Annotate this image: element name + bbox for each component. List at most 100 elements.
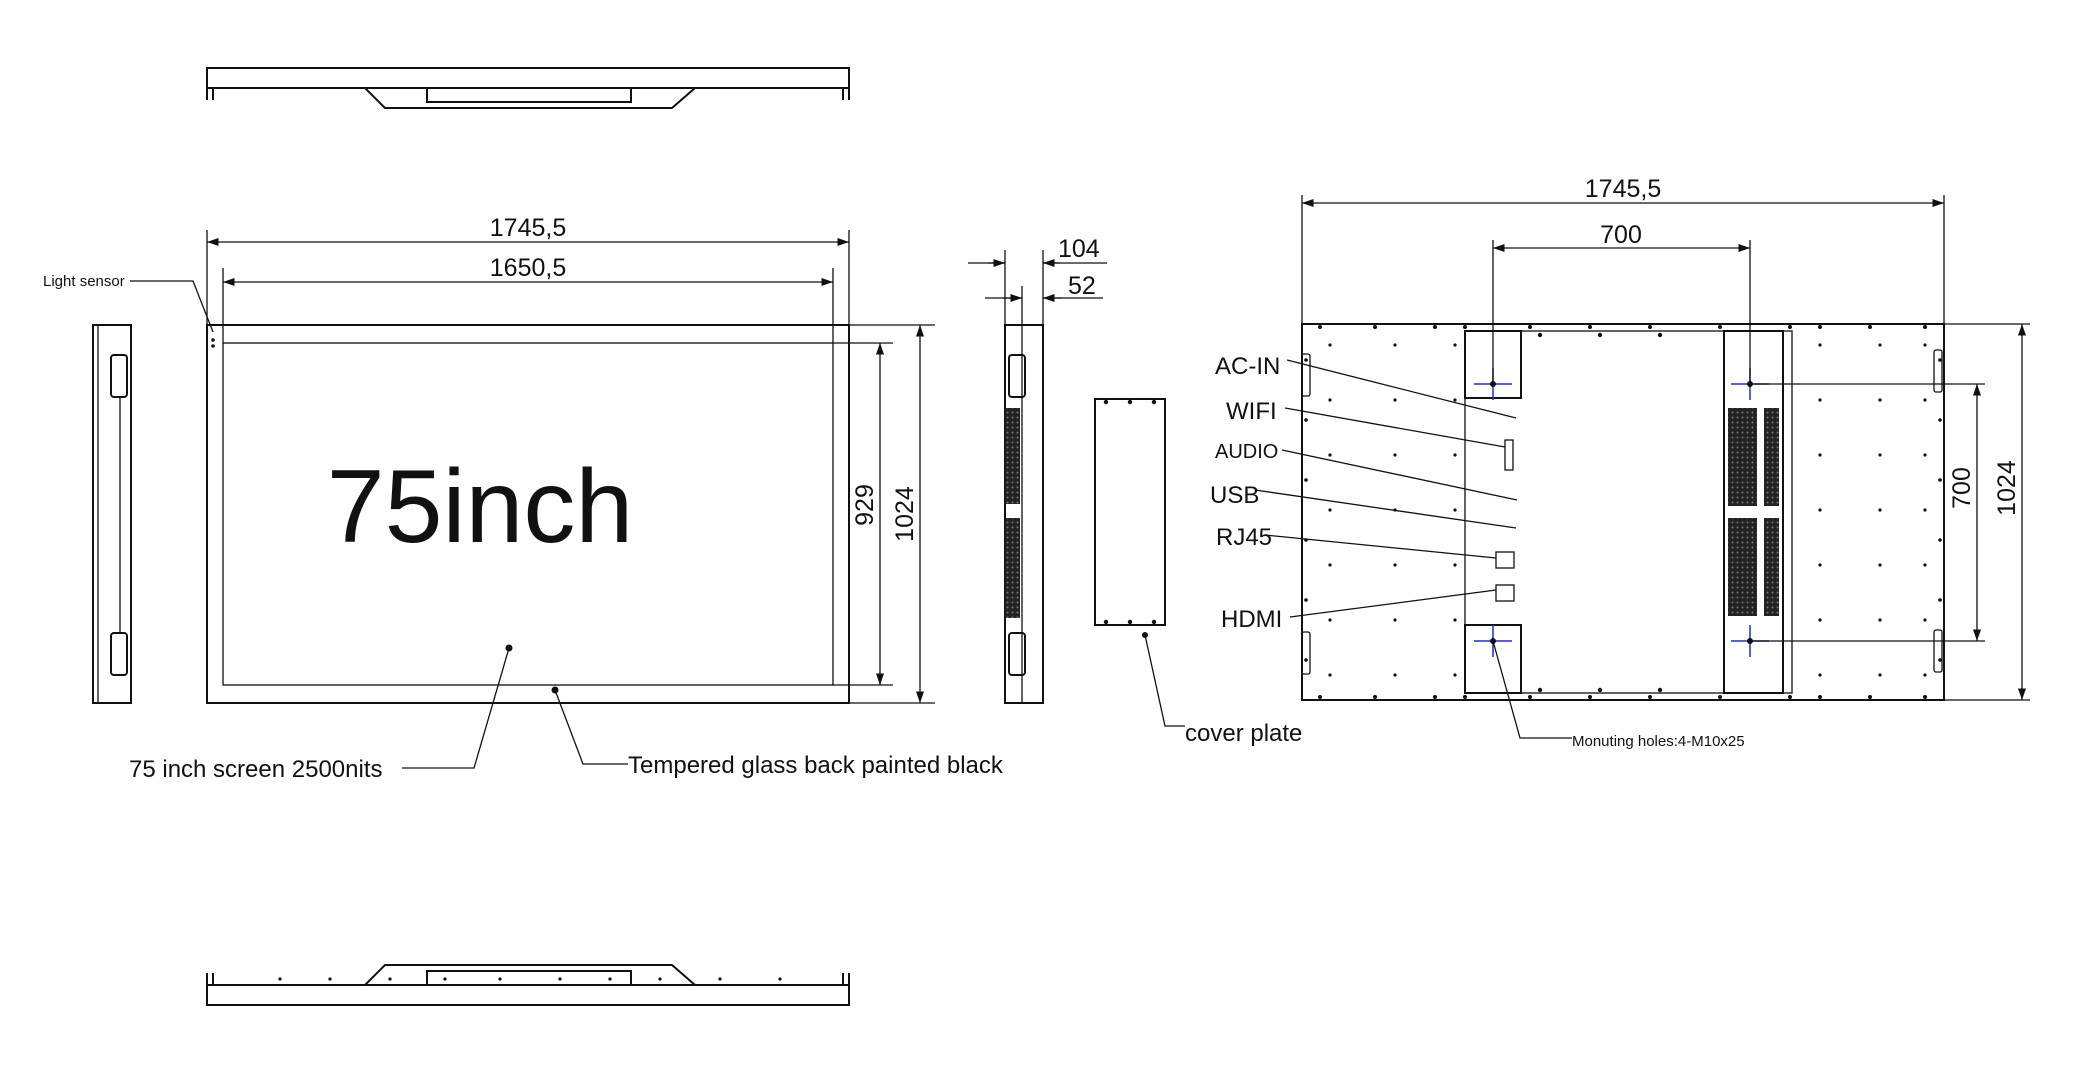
screw-hole [1648,695,1652,699]
screw-hole [1537,687,1543,693]
screw-hole [608,977,612,981]
screw-hole [1373,325,1377,329]
screw-hole [1318,325,1322,329]
size-title: 75inch [327,449,633,565]
screw-hole [1453,398,1457,402]
screw-hole [1304,418,1308,422]
screw-hole [1868,695,1872,699]
screw-hole [778,977,782,981]
port-label-rj45: RJ45 [1216,524,1272,551]
screw-hole [1463,325,1467,329]
screw-hole [1923,618,1927,622]
screw-hole [658,977,662,981]
screw-hole [1304,478,1308,482]
screw-hole [1818,618,1822,622]
screw-hole [1433,695,1437,699]
screw-hole [1304,598,1308,602]
screw-hole [1818,508,1822,512]
port-label-wifi: WIFI [1226,398,1277,425]
screw-hole [1393,673,1397,677]
screw-hole [1718,695,1722,699]
mount-rail-right [1723,330,1784,694]
screw-hole [1878,673,1882,677]
screw-hole [1788,325,1792,329]
screw-hole [1528,695,1532,699]
screw-hole [1453,508,1457,512]
screw-hole [1818,398,1822,402]
screw-hole [388,977,392,981]
screw-hole [1657,687,1663,693]
screw-hole [1597,332,1603,338]
top-view [206,67,850,109]
front-width-outer: 1745,5 [490,214,566,242]
screw-hole [1453,343,1457,347]
side-vent-lower [1005,518,1020,618]
screw-hole [1373,695,1377,699]
rear-vesa-vertical: 700 [1948,467,1976,509]
front-width-inner: 1650,5 [490,254,566,282]
screw-hole [1328,508,1332,512]
right-side-view: 104 52 [968,235,1107,704]
screw-hole [1938,418,1942,422]
front-view: 75inch Light sensor 1745,5 1650,5 929 10… [43,214,1004,783]
port-label-usb: USB [1210,482,1259,509]
screw-hole [1868,325,1872,329]
port-label-hdmi: HDMI [1221,606,1282,633]
screw-hole [1818,453,1822,457]
screw-hole [1328,453,1332,457]
display-area [222,342,834,686]
rear-view: 1745,5 700 700 1024 AC-IN WIFI AUDIO USB… [1210,175,2030,750]
screw-hole [1453,453,1457,457]
screw-hole [1818,563,1822,567]
screw-hole [1453,618,1457,622]
cover-plate-label: cover plate [1185,720,1302,747]
port-label-ac-in: AC-IN [1215,353,1280,380]
screen-callout: 75 inch screen 2500nits [129,756,383,783]
screw-hole [443,977,447,981]
screw-hole [1393,343,1397,347]
screw-hole [1328,673,1332,677]
screw-hole [1393,618,1397,622]
front-height-outer: 1024 [891,486,919,542]
port-label-audio: AUDIO [1215,441,1278,463]
screw-hole [328,977,332,981]
rear-vesa-horizontal: 700 [1600,221,1642,249]
screw-hole [1923,695,1927,699]
rear-panel [1464,330,1793,694]
screw-hole [1878,508,1882,512]
screw-hole [1453,673,1457,677]
screw-hole [1938,358,1942,362]
screw-hole [1818,673,1822,677]
screw-hole [1588,695,1592,699]
side-depth-total: 104 [1058,235,1100,263]
screw-hole [1923,325,1927,329]
rear-vent-4 [1764,518,1779,616]
screw-hole [1923,453,1927,457]
rear-vent-3 [1728,518,1757,616]
screw-hole [1818,343,1822,347]
rear-width: 1745,5 [1585,175,1661,203]
screw-hole [1393,453,1397,457]
screw-hole [1938,538,1942,542]
screw-hole [1923,563,1927,567]
bottom-view [206,964,850,1006]
screw-hole [1328,398,1332,402]
front-height-inner: 929 [851,484,879,526]
screw-hole [1588,325,1592,329]
screw-hole [1788,695,1792,699]
screw-hole [1878,343,1882,347]
cover-plate-view: cover plate [1094,398,1302,747]
light-sensor-label: Light sensor [43,273,125,290]
screw-hole [1453,563,1457,567]
screw-hole [1818,695,1822,699]
screw-hole [1878,618,1882,622]
screw-hole [1923,508,1927,512]
screw-hole [1923,673,1927,677]
wifi-connector [1504,439,1514,471]
screw-hole [1433,325,1437,329]
screw-hole [278,977,282,981]
rear-vent-2 [1764,408,1779,506]
screw-hole [718,977,722,981]
screw-hole [1818,325,1822,329]
screw-hole [1393,563,1397,567]
